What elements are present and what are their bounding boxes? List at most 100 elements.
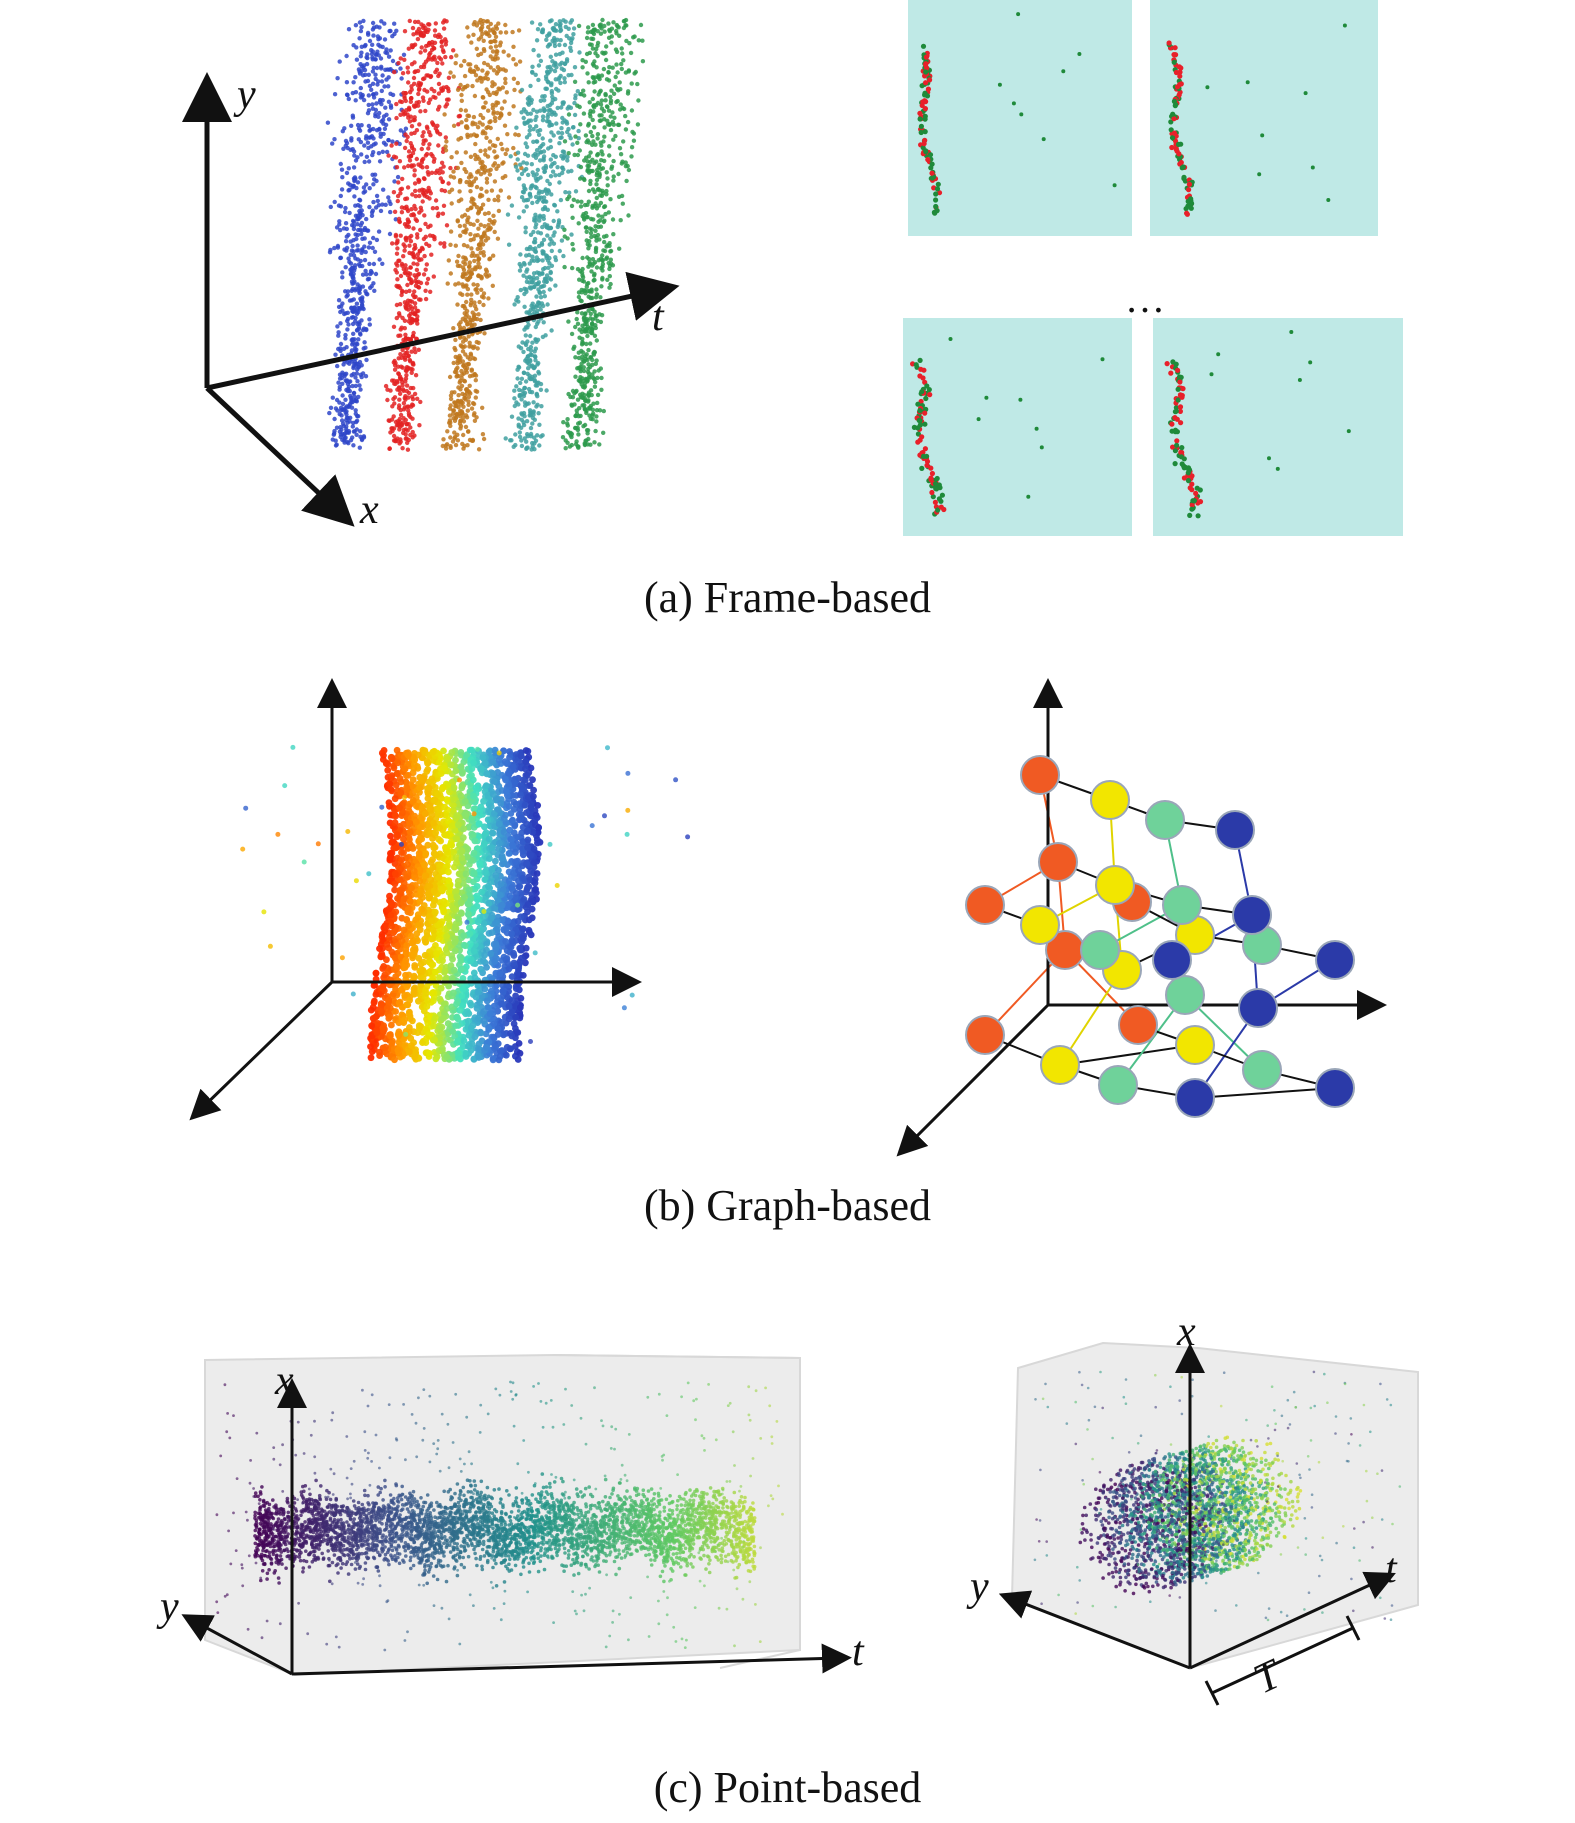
event-point — [453, 61, 458, 66]
frame-event — [933, 191, 939, 197]
event-point — [354, 432, 359, 437]
event-point — [559, 238, 565, 243]
event-point — [524, 198, 529, 203]
event-point — [340, 175, 345, 180]
frame-event — [923, 54, 930, 60]
event-point — [412, 391, 418, 397]
event-point — [636, 38, 641, 43]
event-point — [376, 42, 381, 47]
event-point — [349, 123, 354, 128]
event-point — [481, 253, 487, 258]
event-point — [404, 204, 409, 209]
event-point — [594, 46, 599, 52]
event-point — [346, 322, 351, 327]
event-point — [357, 263, 363, 269]
event-point — [341, 407, 346, 412]
event-point — [369, 87, 374, 93]
frame-noise — [1205, 85, 1210, 90]
event-point — [428, 74, 433, 80]
event-point — [347, 298, 353, 303]
event-point — [484, 125, 489, 131]
frame-noise — [1026, 494, 1031, 499]
event-point — [369, 144, 374, 149]
event-point — [337, 387, 342, 392]
event-point — [415, 68, 421, 74]
event-point — [396, 60, 401, 66]
event-point — [418, 280, 424, 286]
event-point — [468, 232, 473, 237]
event-point — [384, 77, 389, 82]
event-point — [538, 22, 543, 27]
event-point — [467, 275, 473, 280]
event-point — [560, 50, 565, 55]
event-point — [403, 417, 408, 423]
event-point — [553, 257, 559, 263]
event-point — [351, 183, 356, 189]
event-point — [374, 128, 380, 133]
event-point — [590, 133, 595, 139]
event-point — [405, 217, 410, 222]
event-point — [588, 129, 593, 135]
event-point — [455, 361, 460, 366]
event-point — [602, 239, 607, 245]
event-point — [562, 234, 567, 239]
event-point — [452, 345, 457, 351]
event-point — [376, 151, 382, 156]
event-point — [579, 199, 584, 204]
event-point — [479, 236, 484, 241]
event-point — [405, 65, 410, 70]
event-point — [537, 189, 542, 194]
event-point — [420, 199, 425, 204]
event-point — [392, 367, 398, 372]
event-point — [475, 282, 480, 288]
event-point — [545, 233, 550, 238]
frame-event — [928, 477, 934, 483]
event-point — [359, 50, 364, 55]
frame-event — [1177, 379, 1183, 385]
event-point — [565, 106, 570, 111]
event-point — [600, 152, 605, 157]
event-point — [366, 245, 372, 250]
event-point — [351, 331, 356, 336]
event-point — [547, 242, 552, 247]
event-point — [487, 92, 492, 98]
event-point — [521, 209, 526, 214]
event-point — [413, 206, 418, 212]
event-point — [357, 71, 363, 76]
event-point — [393, 234, 399, 239]
event-point — [587, 289, 592, 294]
event-point — [380, 117, 386, 123]
event-point — [516, 215, 522, 220]
event-point — [565, 423, 570, 428]
event-point — [461, 260, 466, 265]
event-point — [430, 55, 436, 61]
panel-a-3d-event-cloud: y t x — [182, 17, 680, 533]
event-point — [548, 54, 553, 59]
event-point — [536, 411, 541, 416]
event-point — [611, 178, 616, 183]
event-point — [524, 161, 530, 166]
event-point — [398, 187, 403, 192]
event-point — [471, 114, 477, 120]
event-point — [351, 280, 356, 286]
frame-event — [1187, 512, 1193, 519]
event-point — [417, 122, 422, 127]
event-point — [567, 133, 572, 138]
event-point — [474, 415, 479, 420]
event-point — [407, 158, 413, 163]
event-point — [440, 61, 445, 66]
event-point — [340, 401, 346, 407]
event-point — [469, 174, 474, 179]
event-point — [636, 98, 641, 103]
event-point — [336, 333, 341, 338]
event-point — [555, 224, 560, 230]
frame-event — [1173, 52, 1179, 58]
event-point — [517, 261, 522, 267]
event-point — [538, 108, 543, 113]
event-point — [601, 234, 607, 239]
event-point — [393, 419, 399, 425]
event-point — [595, 153, 600, 158]
event-point — [437, 170, 442, 176]
event-point — [461, 446, 466, 451]
frame-event — [927, 152, 934, 158]
